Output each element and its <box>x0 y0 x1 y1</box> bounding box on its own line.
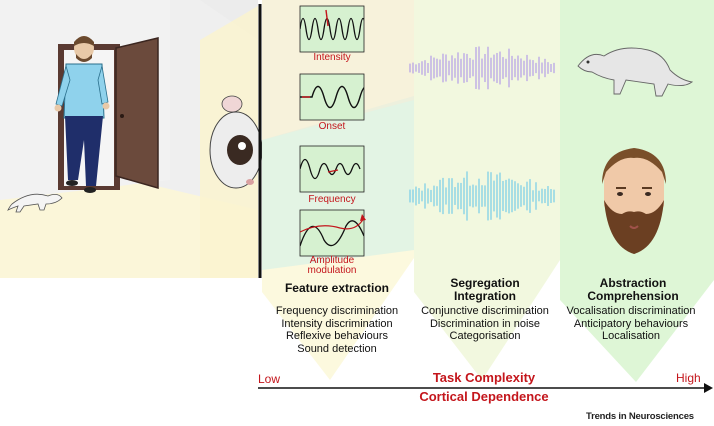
stage-1-item: Frequency discrimination <box>275 305 399 317</box>
wave-label-onset: Onset <box>318 121 346 132</box>
human-face <box>602 148 666 254</box>
axis-high-label: High <box>676 371 701 385</box>
purple-sound-wave <box>409 46 555 90</box>
stage-title-segregation: Segregation Integration <box>410 277 560 303</box>
stage-2-item: Discrimination in noise <box>429 317 541 330</box>
stage-2-title-line-1: Segregation <box>450 276 520 290</box>
stage-1-items: Frequency discrimination Intensity discr… <box>252 305 422 355</box>
stage-2-item: Categorisation <box>449 330 521 342</box>
man-figure <box>54 36 110 193</box>
ferret-head <box>209 95 263 189</box>
frequency-marker <box>327 169 339 173</box>
small-ferret <box>7 193 63 213</box>
stage-3-items: Vocalisation discrimination Anticipatory… <box>548 305 714 343</box>
amplitude-line-1: Amplitude <box>309 255 355 266</box>
stage-3-title-line-1: Abstraction <box>599 276 667 290</box>
journal-credit: Trends in Neurosciences <box>586 411 694 422</box>
wave-label-frequency: Frequency <box>308 194 356 205</box>
blue-sound-wave <box>409 171 555 221</box>
large-ferret <box>577 47 694 97</box>
amplitude-envelope <box>300 217 364 233</box>
stage-title-abstraction: Abstraction Comprehension <box>558 277 708 303</box>
stage-1-item: Reflexive behaviours <box>285 330 389 342</box>
waveform-panels <box>299 5 366 257</box>
frequency-wave <box>300 158 361 180</box>
intensity-marker <box>325 9 329 27</box>
stage-3-item: Vocalisation discrimination <box>566 305 696 317</box>
amplitude-wave <box>300 220 364 247</box>
stage-1-item: Sound detection <box>297 342 377 355</box>
stage-2-items: Conjunctive discrimination Discriminatio… <box>400 305 570 343</box>
axis-low-label: Low <box>258 372 281 386</box>
stage-3-item: Localisation <box>601 330 661 342</box>
wave-label-intensity: Intensity <box>313 52 351 63</box>
axis-title-task-complexity: Task Complexity <box>432 370 536 385</box>
onset-wave <box>300 85 364 109</box>
stage-3-item: Anticipatory behaviours <box>573 317 689 330</box>
wave-label-amplitude: Amplitude modulation <box>292 256 372 276</box>
stage-1-item: Intensity discrimination <box>281 317 393 330</box>
stage-2-title-line-2: Integration <box>454 289 516 303</box>
envelope-arrow <box>360 214 366 221</box>
intensity-wave <box>300 17 364 41</box>
stage-title-feature-extraction: Feature extraction <box>284 281 390 295</box>
stage-3-title-line-2: Comprehension <box>587 289 679 303</box>
axis-arrowhead <box>704 383 713 393</box>
stage-2-item: Conjunctive discrimination <box>421 305 549 317</box>
amplitude-line-2: modulation <box>307 265 357 276</box>
axis-title-cortical-dependence: Cortical Dependence <box>419 389 549 404</box>
